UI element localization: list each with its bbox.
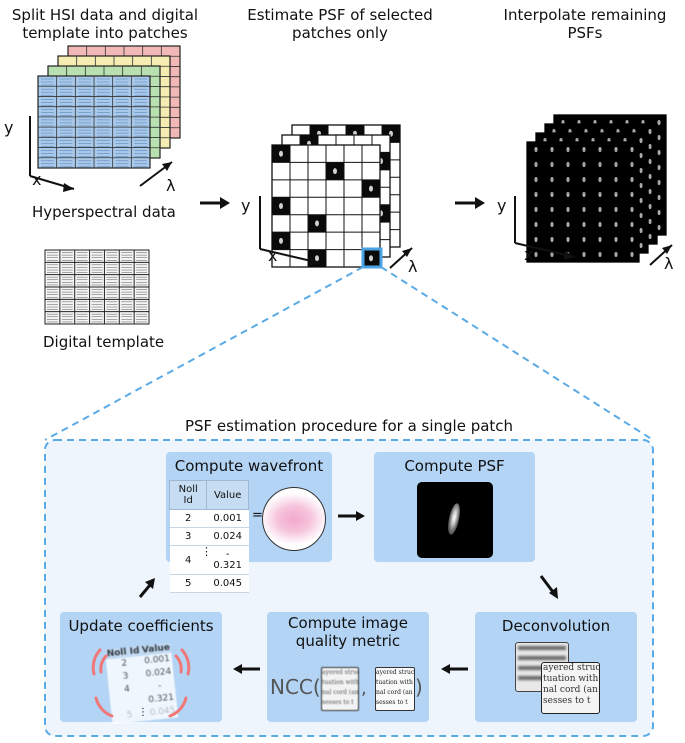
- table-cell: 2: [169, 509, 207, 528]
- table-cell: 5: [169, 574, 207, 593]
- table-row: 4 - 0.321: [169, 545, 249, 575]
- doc-line: nal cord (an: [376, 689, 413, 696]
- compute-wavefront-title: Compute wavefront: [174, 457, 324, 475]
- equals-sign: =: [252, 508, 263, 523]
- deconvolution-box: Deconvolution ayered struc tuation with …: [475, 612, 637, 722]
- image-quality-metric-title: Compute image quality metric: [288, 614, 408, 650]
- compute-wavefront-box: Compute wavefront Noll Id Value 2 0.001 …: [166, 452, 332, 593]
- table-cell: 0.045: [206, 574, 249, 593]
- procedure-title: PSF estimation procedure for a single pa…: [184, 417, 514, 435]
- doc-line: sesses to t: [322, 699, 354, 706]
- hsi-layer: [37, 75, 151, 169]
- step3-title: Interpolate remaining PSFs: [503, 6, 667, 42]
- doc-line: ayered struc: [322, 669, 359, 676]
- psf-axis-lambda: λ: [664, 254, 674, 273]
- psf-axis-x: x: [524, 245, 534, 264]
- zernike-table: Noll Id Value 2 0.001 3 0.024 4 - 0.321 …: [168, 480, 249, 593]
- sel-axis-x: x: [268, 246, 278, 265]
- highlighted-patch: [361, 247, 383, 269]
- deconvolved-document: ayered struc tuation with nal cord (an s…: [541, 662, 600, 714]
- psf-axes: [514, 196, 673, 266]
- table-cell: 3: [169, 527, 207, 546]
- table-header-value: Value: [206, 480, 249, 510]
- hsi-axis-y: y: [4, 118, 14, 137]
- doc-line: ayered struc: [543, 663, 600, 673]
- update-coefficients-title: Update coefficients: [68, 617, 214, 635]
- cube-layer: [526, 141, 640, 263]
- image-quality-metric-box: Compute image quality metric NCC( ayered…: [267, 612, 429, 722]
- table-cell: 0.024: [206, 527, 249, 546]
- doc-line: tuation with: [376, 679, 413, 686]
- hsi-axis-x: x: [32, 170, 42, 189]
- doc-line: sesses to t: [543, 696, 591, 706]
- shake-marks-icon: [91, 648, 191, 718]
- table-row: 3 0.024: [169, 527, 249, 546]
- cube-layer: [271, 144, 381, 268]
- compute-psf-title: Compute PSF: [404, 457, 505, 475]
- psf-image: [417, 482, 493, 558]
- table-more-indicator: ⋮: [138, 707, 148, 718]
- sel-axis-y: y: [241, 196, 251, 215]
- doc-line: tuation with: [543, 674, 599, 684]
- table-row: 2 0.001: [169, 509, 249, 528]
- sel-axes: [259, 196, 413, 269]
- table-cell: 4: [169, 545, 207, 575]
- ncc-doc-template: ayered struc tuation with nal cord (an s…: [375, 667, 415, 711]
- doc-line: nal cord (an: [543, 685, 598, 695]
- digital-template-label: Digital template: [43, 333, 165, 351]
- update-coefficients-box: Update coefficients Noll Id Value 2 0.00…: [60, 612, 222, 725]
- sel-axis-lambda: λ: [408, 257, 418, 276]
- hyperspectral-label: Hyperspectral data: [32, 203, 176, 221]
- doc-line: ayered struc: [376, 669, 415, 676]
- deconvolution-title: Deconvolution: [501, 617, 611, 635]
- ncc-comma: ,: [361, 678, 367, 699]
- table-header-noll: Noll Id: [168, 480, 208, 510]
- step2-title: Estimate PSF of selected patches only: [247, 6, 433, 42]
- wavefront-disc: [262, 487, 326, 551]
- table-cell: 0.001: [206, 509, 249, 528]
- table-cell: - 0.321: [206, 545, 249, 575]
- psf-axis-y: y: [497, 196, 507, 215]
- ncc-close: ): [415, 675, 423, 699]
- ncc-doc-blurred: ayered struc tuation with nal cord (an s…: [321, 667, 359, 711]
- ncc-open: NCC(: [270, 675, 321, 699]
- compute-psf-box: Compute PSF: [374, 452, 535, 562]
- doc-line: sesses to t: [376, 699, 408, 706]
- table-more-indicator: ⋮: [201, 545, 212, 558]
- step1-title: Split HSI data and digital template into…: [11, 6, 199, 42]
- hsi-axes: [29, 116, 173, 192]
- hsi-axis-lambda: λ: [166, 176, 176, 195]
- doc-line: tuation with: [322, 679, 359, 686]
- doc-line: nal cord (an: [322, 689, 359, 696]
- table-row: 5 0.045: [169, 574, 249, 593]
